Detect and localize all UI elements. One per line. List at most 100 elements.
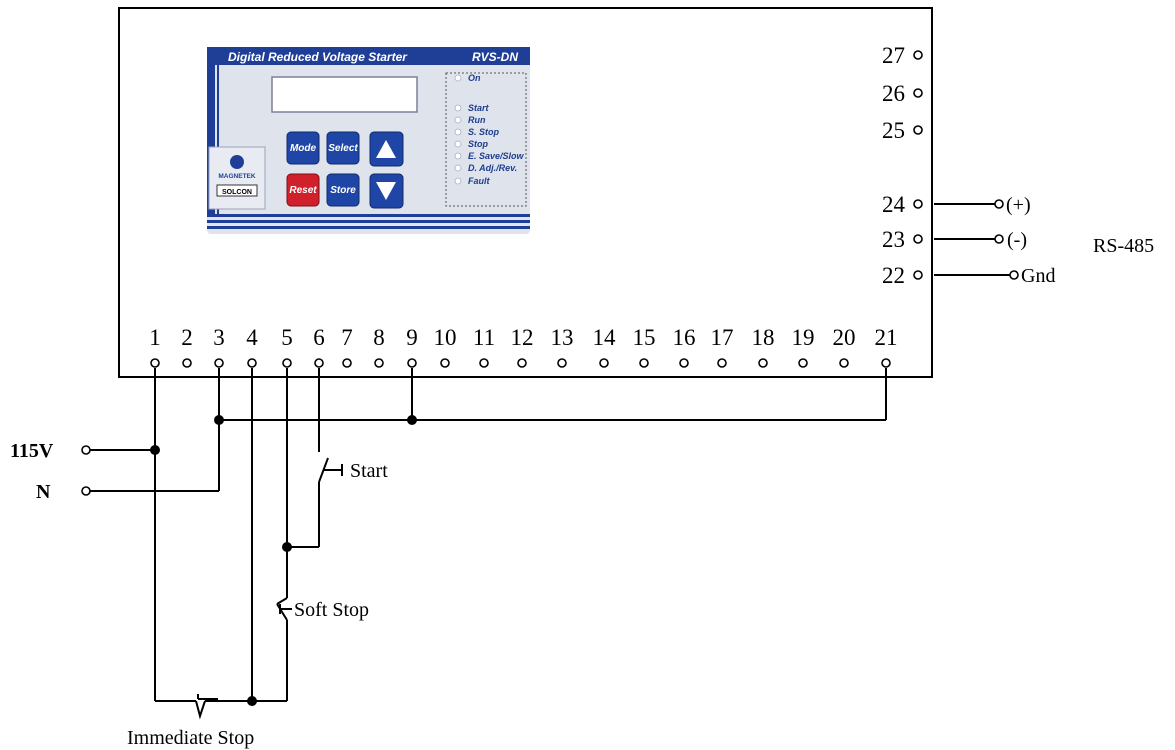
terminal-17 <box>717 358 727 368</box>
soft-stop-label: Soft Stop <box>294 599 369 621</box>
terminal-4 <box>247 358 257 368</box>
comm-plus-terminal <box>994 199 1004 209</box>
mode-button-label: Mode <box>290 143 317 154</box>
terminal-22 <box>913 270 923 280</box>
neutral-terminal <box>81 486 91 496</box>
terminal-6 <box>314 358 324 368</box>
led-dot-icon <box>454 128 462 136</box>
terminal-number-26: 26 <box>882 81 905 106</box>
terminal-number-16: 16 <box>673 325 696 350</box>
comm-gnd-label: Gnd <box>1021 265 1055 287</box>
led-indicator-box <box>445 72 527 207</box>
junction-dot <box>214 415 224 425</box>
store-button[interactable]: Store <box>326 173 360 207</box>
comm-plus-label: (+) <box>1006 194 1031 216</box>
start-label: Start <box>350 460 388 482</box>
terminal-number-14: 14 <box>593 325 617 350</box>
terminal-8 <box>374 358 384 368</box>
comm-minus-terminal <box>994 234 1004 244</box>
led-dot-icon <box>454 116 462 124</box>
led-label: Stop <box>468 139 488 149</box>
terminal-5 <box>282 358 292 368</box>
led-dot-icon <box>454 152 462 160</box>
terminal-27 <box>913 50 923 60</box>
led-dot-icon <box>454 104 462 112</box>
down-button[interactable] <box>369 173 404 209</box>
select-button-label: Select <box>328 143 358 154</box>
rs485-wiring: (+) (-) Gnd RS-485 <box>934 194 1154 287</box>
terminal-10 <box>440 358 450 368</box>
terminal-25 <box>913 125 923 135</box>
terminal-2 <box>182 358 192 368</box>
terminal-number-21: 21 <box>875 325 898 350</box>
led-label: Start <box>468 103 490 113</box>
terminal-number-1: 1 <box>149 325 161 350</box>
terminal-number-5: 5 <box>281 325 293 350</box>
terminal-number-3: 3 <box>213 325 225 350</box>
magnetek-logo-icon <box>230 155 244 169</box>
up-button[interactable] <box>369 131 404 167</box>
line-115v-terminal <box>81 445 91 455</box>
terminal-number-10: 10 <box>434 325 457 350</box>
led-dot-icon <box>454 140 462 148</box>
lcd-display <box>271 76 418 113</box>
led-label: Fault <box>468 176 491 186</box>
brand-bottom: SOLCON <box>222 189 252 196</box>
terminal-26 <box>913 88 923 98</box>
led-label: S. Stop <box>468 127 500 137</box>
panel-title: Digital Reduced Voltage Starter <box>228 50 408 64</box>
junction-dot <box>407 415 417 425</box>
control-panel: Digital Reduced Voltage Starter RVS-DN M… <box>207 47 530 234</box>
terminal-number-23: 23 <box>882 227 905 252</box>
terminal-24 <box>913 199 923 209</box>
led-label: Run <box>468 115 486 125</box>
led-label: E. Save/Slow <box>468 151 525 161</box>
terminal-3 <box>214 358 224 368</box>
terminal-21 <box>881 358 891 368</box>
terminal-23 <box>913 234 923 244</box>
rs485-label: RS-485 <box>1093 235 1154 257</box>
terminal-14 <box>599 358 609 368</box>
terminal-9 <box>407 358 417 368</box>
store-button-label: Store <box>330 185 356 196</box>
arrow-up-icon <box>376 140 396 158</box>
terminal-number-2: 2 <box>181 325 193 350</box>
terminal-number-13: 13 <box>551 325 574 350</box>
soft-stop-switch: Soft Stop <box>276 597 369 621</box>
panel-model: RVS-DN <box>472 50 518 64</box>
reset-button[interactable]: Reset <box>286 173 320 207</box>
terminal-number-9: 9 <box>406 325 418 350</box>
terminal-number-6: 6 <box>313 325 325 350</box>
terminal-number-17: 17 <box>711 325 734 350</box>
neutral-label: N <box>36 481 51 503</box>
terminal-number-25: 25 <box>882 118 905 143</box>
mode-button[interactable]: Mode <box>286 131 320 165</box>
terminal-1 <box>150 358 160 368</box>
terminal-number-22: 22 <box>882 263 905 288</box>
comm-gnd-terminal <box>1009 270 1019 280</box>
terminal-number-20: 20 <box>833 325 856 350</box>
immediate-stop-switch: Immediate Stop <box>127 694 287 749</box>
terminal-number-15: 15 <box>633 325 656 350</box>
start-switch: Start <box>318 457 388 483</box>
line-115v-label: 115V <box>10 440 54 462</box>
terminal-19 <box>798 358 808 368</box>
terminal-number-8: 8 <box>373 325 385 350</box>
terminal-number-24: 24 <box>882 192 906 217</box>
terminal-number-7: 7 <box>341 325 353 350</box>
panel-header <box>207 47 530 65</box>
terminal-15 <box>639 358 649 368</box>
terminal-12 <box>517 358 527 368</box>
led-dot-icon <box>454 164 462 172</box>
select-button[interactable]: Select <box>326 131 360 165</box>
led-dot-icon <box>454 74 462 82</box>
brand-top: MAGNETEK <box>218 173 256 180</box>
terminal-number-12: 12 <box>511 325 534 350</box>
led-dot-icon <box>454 177 462 185</box>
terminal-number-19: 19 <box>792 325 815 350</box>
led-label: D. Adj./Rev. <box>468 163 517 173</box>
terminal-18 <box>758 358 768 368</box>
terminal-number-11: 11 <box>473 325 495 350</box>
